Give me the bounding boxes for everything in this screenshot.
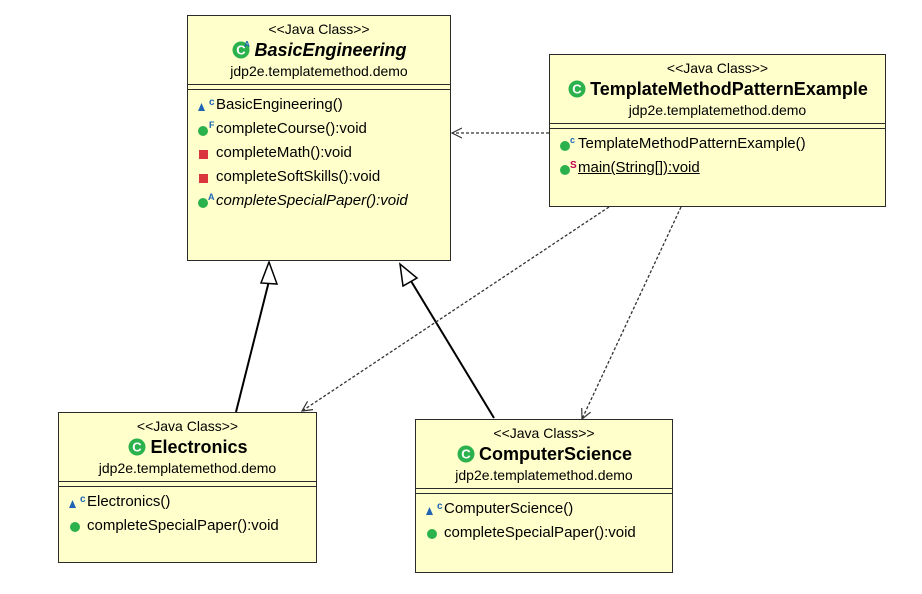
class-box-electronics[interactable]: <<Java Class>> C Electronics jdp2e.templ… [58, 412, 317, 563]
stereotype-label: <<Java Class>> [666, 60, 769, 76]
attributes-compartment [188, 84, 450, 90]
svg-text:c: c [80, 494, 86, 505]
class-name: C TemplateMethodPatternExample [550, 77, 885, 101]
svg-text:C: C [133, 440, 143, 455]
class-box-templatemethodpatternexample[interactable]: <<Java Class>> C TemplateMethodPatternEx… [549, 54, 886, 207]
member-row[interactable]: A completeSpecialPaper():void [196, 189, 450, 213]
member-row[interactable]: F completeCourse():void [196, 117, 450, 141]
dependency-template-computerscience [582, 206, 682, 419]
constructor-icon: c [560, 135, 575, 151]
methods-compartment: c BasicEngineering() F completeCourse():… [188, 90, 450, 213]
svg-text:C: C [237, 43, 247, 58]
member-row[interactable]: completeMath():void [196, 141, 450, 165]
svg-text:A: A [245, 40, 251, 49]
static-method-icon: S [560, 160, 577, 175]
public-method-icon [70, 522, 80, 532]
inheritance-arrowhead-electronics [259, 259, 279, 285]
abstract-method-icon: A [198, 192, 215, 208]
svg-text:c: c [437, 501, 443, 512]
member-row[interactable]: c TemplateMethodPatternExample() [558, 132, 885, 156]
dependency-template-electronics [302, 206, 610, 411]
constructor-icon: c [198, 97, 215, 111]
methods-compartment: c TemplateMethodPatternExample() S main(… [550, 129, 885, 180]
stereotype-label: <<Java Class>> [493, 425, 595, 441]
member-row[interactable]: c BasicEngineering() [196, 93, 450, 117]
member-row[interactable]: c ComputerScience() [424, 497, 672, 521]
inheritance-arrowhead-computerscience [398, 262, 419, 288]
svg-text:S: S [570, 160, 577, 171]
class-name: C Electronics [59, 435, 316, 459]
stereotype-label: <<Java Class>> [268, 21, 370, 37]
public-method-icon [427, 529, 437, 539]
stereotype-label: <<Java Class>> [136, 418, 239, 434]
methods-compartment: c ComputerScience() completeSpecialPaper… [416, 494, 672, 545]
generalization-computerscience [410, 280, 495, 419]
package-label: jdp2e.templatemethod.demo [230, 63, 408, 79]
class-icon: C [457, 445, 475, 463]
class-box-computerscience[interactable]: <<Java Class>> C ComputerScience jdp2e.t… [415, 419, 673, 573]
private-method-icon [199, 150, 208, 159]
class-name: C A BasicEngineering [188, 38, 450, 62]
attributes-compartment [416, 488, 672, 494]
package-label: jdp2e.templatemethod.demo [628, 102, 807, 118]
member-row[interactable]: c Electronics() [67, 490, 316, 514]
private-method-icon [199, 174, 208, 183]
attributes-compartment [550, 123, 885, 129]
package-label: jdp2e.templatemethod.demo [98, 460, 277, 476]
generalization-electronics [235, 280, 270, 413]
member-row[interactable]: S main(String[]):void [558, 156, 885, 180]
attributes-compartment [59, 481, 316, 487]
abstract-class-icon: C A [232, 40, 251, 59]
svg-text:F: F [209, 120, 215, 130]
constructor-icon: c [69, 494, 86, 508]
member-row[interactable]: completeSpecialPaper():void [424, 521, 672, 545]
member-row[interactable]: completeSpecialPaper():void [67, 514, 316, 538]
svg-text:A: A [208, 192, 215, 202]
member-row[interactable]: completeSoftSkills():void [196, 165, 450, 189]
class-icon: C [128, 438, 146, 456]
class-name: C ComputerScience [416, 442, 672, 466]
methods-compartment: c Electronics() completeSpecialPaper():v… [59, 487, 316, 538]
svg-text:C: C [461, 447, 471, 462]
final-method-icon: F [198, 120, 215, 136]
class-icon: C [568, 80, 586, 98]
class-box-basicengineering[interactable]: <<Java Class>> C A BasicEngineering jdp2… [187, 15, 451, 261]
package-label: jdp2e.templatemethod.demo [455, 467, 633, 483]
svg-text:c: c [570, 135, 575, 145]
constructor-icon: c [426, 501, 443, 515]
svg-text:C: C [572, 82, 582, 97]
svg-text:c: c [209, 97, 215, 108]
